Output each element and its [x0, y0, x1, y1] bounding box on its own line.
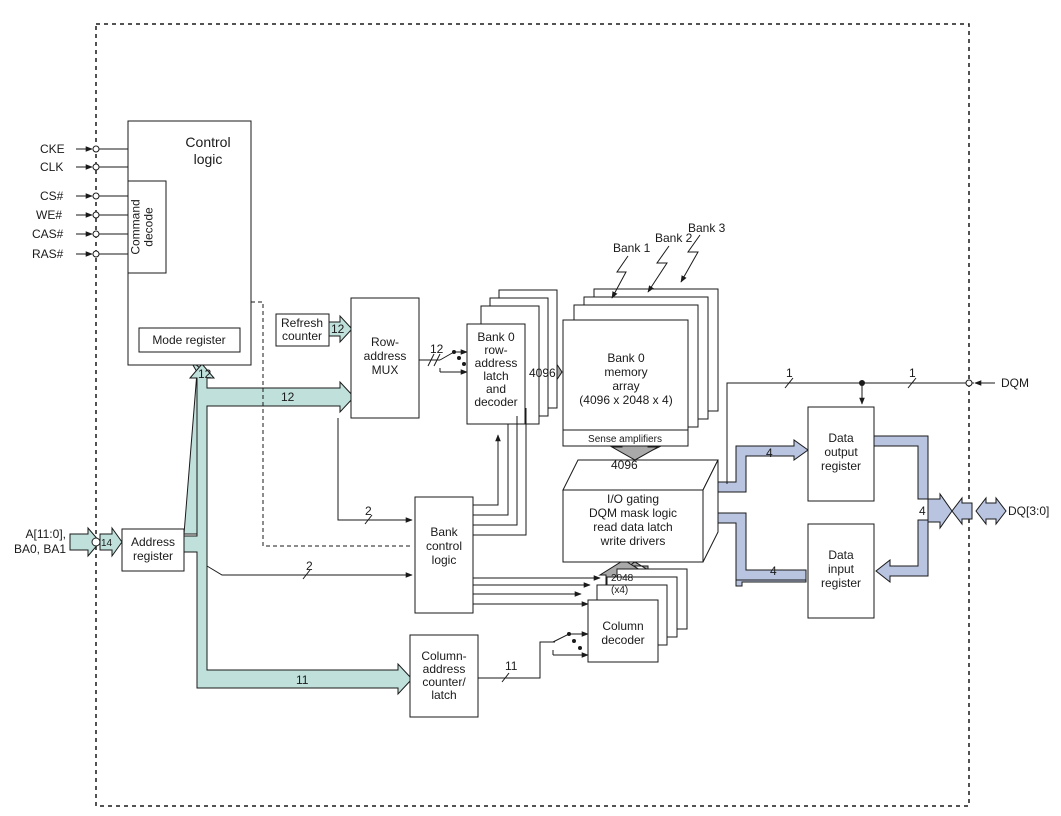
row-latch-stack [466, 289, 558, 425]
refresh-counter-block [275, 313, 330, 347]
data-out-to-register-bus [705, 439, 809, 493]
width-data-out: 4 [766, 446, 773, 460]
width-bank-ctrl-a: 2 [365, 504, 372, 518]
control-pin-labels: CKE CLK CS# WE# CAS# RAS# [32, 142, 65, 261]
bank3-label: Bank 3 [688, 221, 726, 235]
addr-pin-node [91, 537, 101, 547]
width-sense-io: 4096 [611, 458, 638, 472]
mode-register-label: Mode register [152, 333, 225, 347]
bank0-row-latch-block [466, 323, 526, 425]
bank-ctrl-outputs [473, 408, 601, 607]
addr-bus-14 [99, 526, 123, 558]
io-gating-block [562, 489, 704, 563]
dqm-pin-label: DQM [1001, 376, 1029, 390]
bus-width-labels: 14 12 12 12 12 4096 4096 2048(x4) 11 11 … [101, 322, 926, 687]
bank0-array-block [562, 319, 689, 447]
column-decoder-stack [587, 568, 688, 663]
dq-bus-mid [951, 496, 973, 526]
bank-control-logic-block [414, 496, 474, 614]
pin-label-cs: CS# [40, 189, 64, 203]
col-addr-to-decoder [478, 631, 589, 679]
bus-width-ticks [302, 353, 510, 683]
width-dqm-a: 1 [786, 366, 793, 380]
dq-bus-right [975, 496, 1007, 526]
width-mode-reg: 12 [198, 367, 212, 381]
column-address-counter-block [409, 634, 479, 718]
addr-input-arrow [69, 526, 101, 558]
column-decoder-block [587, 599, 659, 663]
bank-select-wire-a [337, 418, 413, 523]
address-bus-trunk [183, 363, 413, 696]
width-bank-ctrl-b: 2 [306, 559, 313, 573]
dq-pin-label: DQ[3:0] [1008, 504, 1049, 518]
bank-select-wire-b [206, 565, 413, 578]
width-mux-out: 12 [430, 342, 444, 356]
dqm-wiring [726, 377, 995, 484]
row-address-mux-block [350, 297, 420, 419]
address-pins-label: A[11:0],BA0, BA1 [14, 527, 66, 556]
width-dq: 4 [919, 504, 926, 518]
width-refresh-out: 12 [331, 322, 345, 336]
data-input-register-block [807, 523, 875, 619]
width-col-addr: 11 [296, 673, 309, 687]
io-gating-stack [562, 459, 719, 563]
data-in-bus [705, 512, 807, 581]
memory-array-stack [562, 288, 719, 447]
control-dashed-line [251, 301, 412, 547]
sense-amplifiers-label: Sense amplifiers [588, 434, 662, 445]
mux-to-latch-switch [419, 349, 468, 375]
data-output-register-block [807, 406, 875, 502]
width-dqm-b: 1 [909, 366, 916, 380]
width-data-in: 4 [770, 564, 777, 578]
bank2-label: Bank 2 [655, 231, 693, 245]
control-pin-wires [76, 145, 128, 258]
refresh-bus-arrow [328, 314, 353, 344]
width-mux-in: 12 [281, 390, 295, 404]
address-register-block [121, 528, 185, 572]
chip-boundary [95, 23, 970, 807]
pin-label-cas: CAS# [32, 227, 64, 241]
dq-bus-left [927, 492, 953, 530]
command-decode-label: Commanddecode [129, 199, 156, 254]
width-row-out: 4096 [529, 366, 556, 380]
pin-label-ras: RAS# [32, 247, 64, 261]
pin-label-we: WE# [36, 208, 62, 222]
data-out-register-bus [873, 435, 929, 500]
mode-register-block [138, 327, 241, 353]
bank-pointers [611, 234, 701, 299]
pin-label-cke: CKE [40, 142, 65, 156]
bank1-label: Bank 1 [613, 241, 651, 255]
data-in-register-bus [875, 519, 929, 584]
pin-label-clk: CLK [40, 160, 63, 174]
command-decode-block [127, 180, 167, 274]
bank-labels: Bank 1 Bank 2 Bank 3 [613, 221, 726, 255]
width-col-dec-in: 11 [505, 659, 518, 673]
width-addr-in: 14 [101, 538, 113, 549]
width-col-io: 2048(x4) [611, 573, 634, 596]
